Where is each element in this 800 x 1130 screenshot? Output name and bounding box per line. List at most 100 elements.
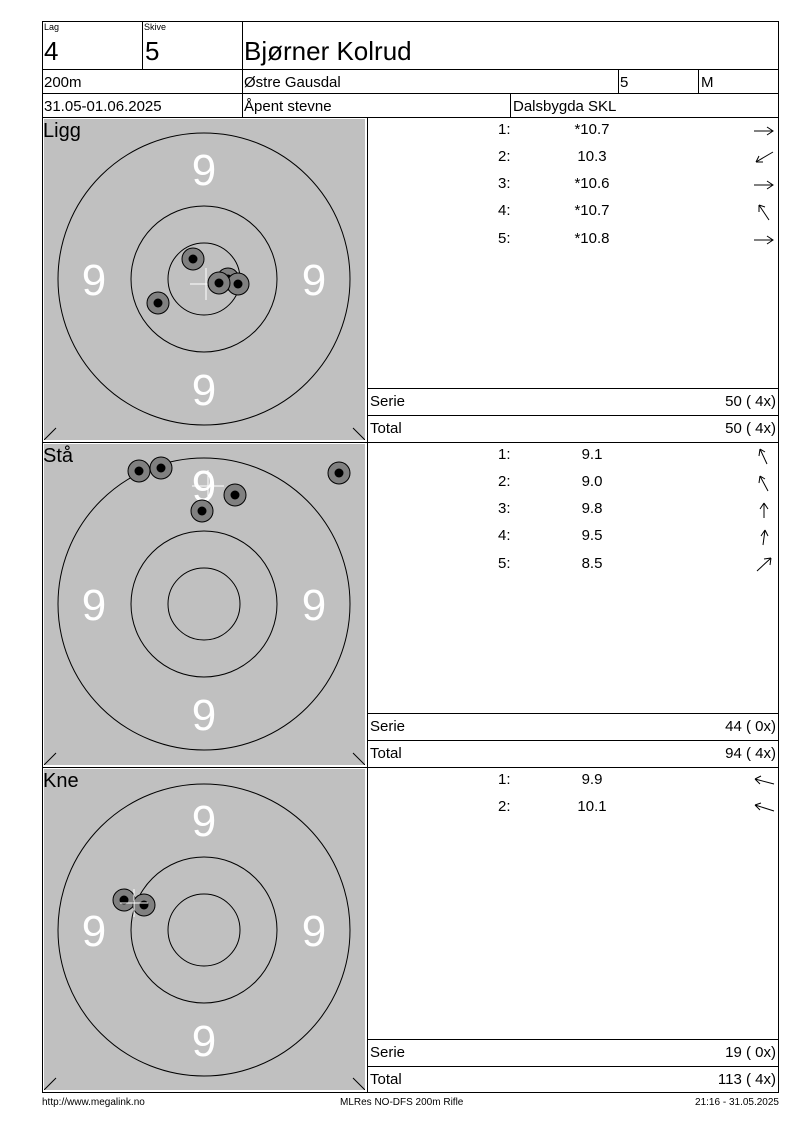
- arrow-up-icon: [759, 502, 769, 518]
- ring-number: 9: [82, 907, 106, 956]
- serie-label: Serie: [370, 393, 406, 410]
- shot-number: 1:: [498, 446, 511, 463]
- skive-label: Skive: [144, 22, 167, 32]
- shot-value: 9.8: [581, 500, 603, 517]
- club: Dalsbygda SKL: [513, 98, 617, 115]
- shot-value: *10.8: [574, 230, 610, 247]
- ring: [57, 132, 351, 426]
- target-kne: 9 9 9 9: [44, 769, 365, 1090]
- arrow-up-icon: [760, 529, 769, 546]
- date: 31.05-01.06.2025: [44, 98, 162, 115]
- ring-number: 9: [192, 1017, 216, 1066]
- header-divider: [242, 21, 243, 117]
- distance: 200m: [44, 74, 82, 91]
- lag-label: Lag: [44, 22, 60, 32]
- header-divider: [510, 93, 511, 117]
- footer-system: MLRes NO-DFS 200m Rifle: [340, 1097, 464, 1108]
- shot-number: 3:: [498, 175, 511, 192]
- arrow-up-left-icon: [758, 475, 769, 492]
- arrow-down-left-icon: [755, 151, 774, 163]
- shot-hole: [149, 456, 173, 480]
- target-staa: 9 9 9 9: [44, 444, 365, 765]
- shot-value: 9.5: [581, 527, 603, 544]
- corner-mark: [352, 427, 365, 440]
- skive-value: 5: [145, 36, 160, 66]
- shot-number: 2:: [498, 148, 511, 165]
- ring-number: 9: [302, 256, 326, 305]
- arrow-right-icon: [754, 126, 774, 136]
- header-divider: [42, 93, 779, 94]
- column-divider: [367, 117, 368, 1093]
- header-divider: [42, 69, 779, 70]
- shot-value: 9.9: [581, 771, 603, 788]
- footer-url[interactable]: http://www.megalink.no: [42, 1097, 145, 1108]
- arrow-up-left-icon: [758, 448, 768, 465]
- shot-number: 2:: [498, 473, 511, 490]
- arrow-left-icon: [754, 802, 775, 812]
- ring-number: 9: [192, 366, 216, 415]
- shot-value: 10.1: [577, 798, 607, 815]
- ring-number: 9: [192, 797, 216, 846]
- corner-mark: [352, 752, 365, 765]
- serie-divider: [367, 388, 779, 389]
- shot-number: 4:: [498, 202, 511, 219]
- total-label: Total: [370, 745, 402, 762]
- ring-number: 9: [82, 581, 106, 630]
- serie-divider: [367, 713, 779, 714]
- shot-number: 5:: [498, 230, 511, 247]
- ring: [130, 530, 278, 678]
- ring-number: 9: [192, 691, 216, 740]
- total-value: 113 ( 4x): [717, 1071, 776, 1088]
- shot-hole: [327, 461, 351, 485]
- serie-value: 44 ( 0x): [725, 718, 776, 735]
- shooter-name: Bjørner Kolrud: [244, 36, 412, 66]
- header-divider: [142, 21, 143, 69]
- corner-mark: [44, 427, 57, 440]
- target-ligg-svg: 9 9 9 9: [44, 132, 365, 440]
- shot-value: 9.0: [581, 473, 603, 490]
- ring-number: 9: [82, 256, 106, 305]
- ring-number: 9: [302, 907, 326, 956]
- shot-number: 4:: [498, 527, 511, 544]
- corner-mark: [44, 752, 57, 765]
- shot-value: *10.7: [574, 202, 610, 219]
- shot-hole: [207, 271, 231, 295]
- shot-hole: [190, 499, 214, 523]
- shot-value: 8.5: [581, 555, 603, 572]
- section-label-staa: Stå: [43, 445, 74, 467]
- section-divider: [42, 442, 779, 443]
- target-ligg: 9 9 9 9: [44, 119, 365, 440]
- target-kne-svg: 9 9 9 9: [44, 783, 365, 1090]
- corner-mark: [44, 1077, 57, 1090]
- shot-value: *10.6: [574, 175, 610, 192]
- corner-mark: [352, 1077, 365, 1090]
- target-staa-svg: 9 9 9 9: [44, 456, 365, 765]
- ring: [57, 457, 351, 751]
- lag-value: 4: [44, 36, 59, 66]
- total-divider: [367, 1066, 779, 1067]
- total-value: 50 ( 4x): [725, 420, 776, 437]
- shot-hole: [226, 272, 250, 296]
- class: 5: [620, 74, 629, 91]
- shot-number: 1:: [498, 121, 511, 138]
- shot-hole: [181, 247, 205, 271]
- arrow-right-icon: [754, 180, 774, 190]
- total-label: Total: [370, 420, 402, 437]
- header-divider: [698, 69, 699, 93]
- shot-value: 9.1: [581, 446, 603, 463]
- total-divider: [367, 415, 779, 416]
- shot-number: 3:: [498, 500, 511, 517]
- shot-value: *10.7: [574, 121, 610, 138]
- shot-hole: [127, 459, 151, 483]
- ring: [167, 567, 241, 641]
- shot-hole: [223, 483, 247, 507]
- section-label-ligg: Ligg: [43, 120, 81, 142]
- place: Østre Gausdal: [244, 74, 341, 91]
- serie-value: 19 ( 0x): [725, 1044, 776, 1061]
- shot-value: 10.3: [577, 148, 607, 165]
- total-label: Total: [370, 1071, 402, 1088]
- shot-hole: [132, 893, 156, 917]
- serie-label: Serie: [370, 1044, 406, 1061]
- serie-divider: [367, 1039, 779, 1040]
- header-divider: [42, 117, 779, 118]
